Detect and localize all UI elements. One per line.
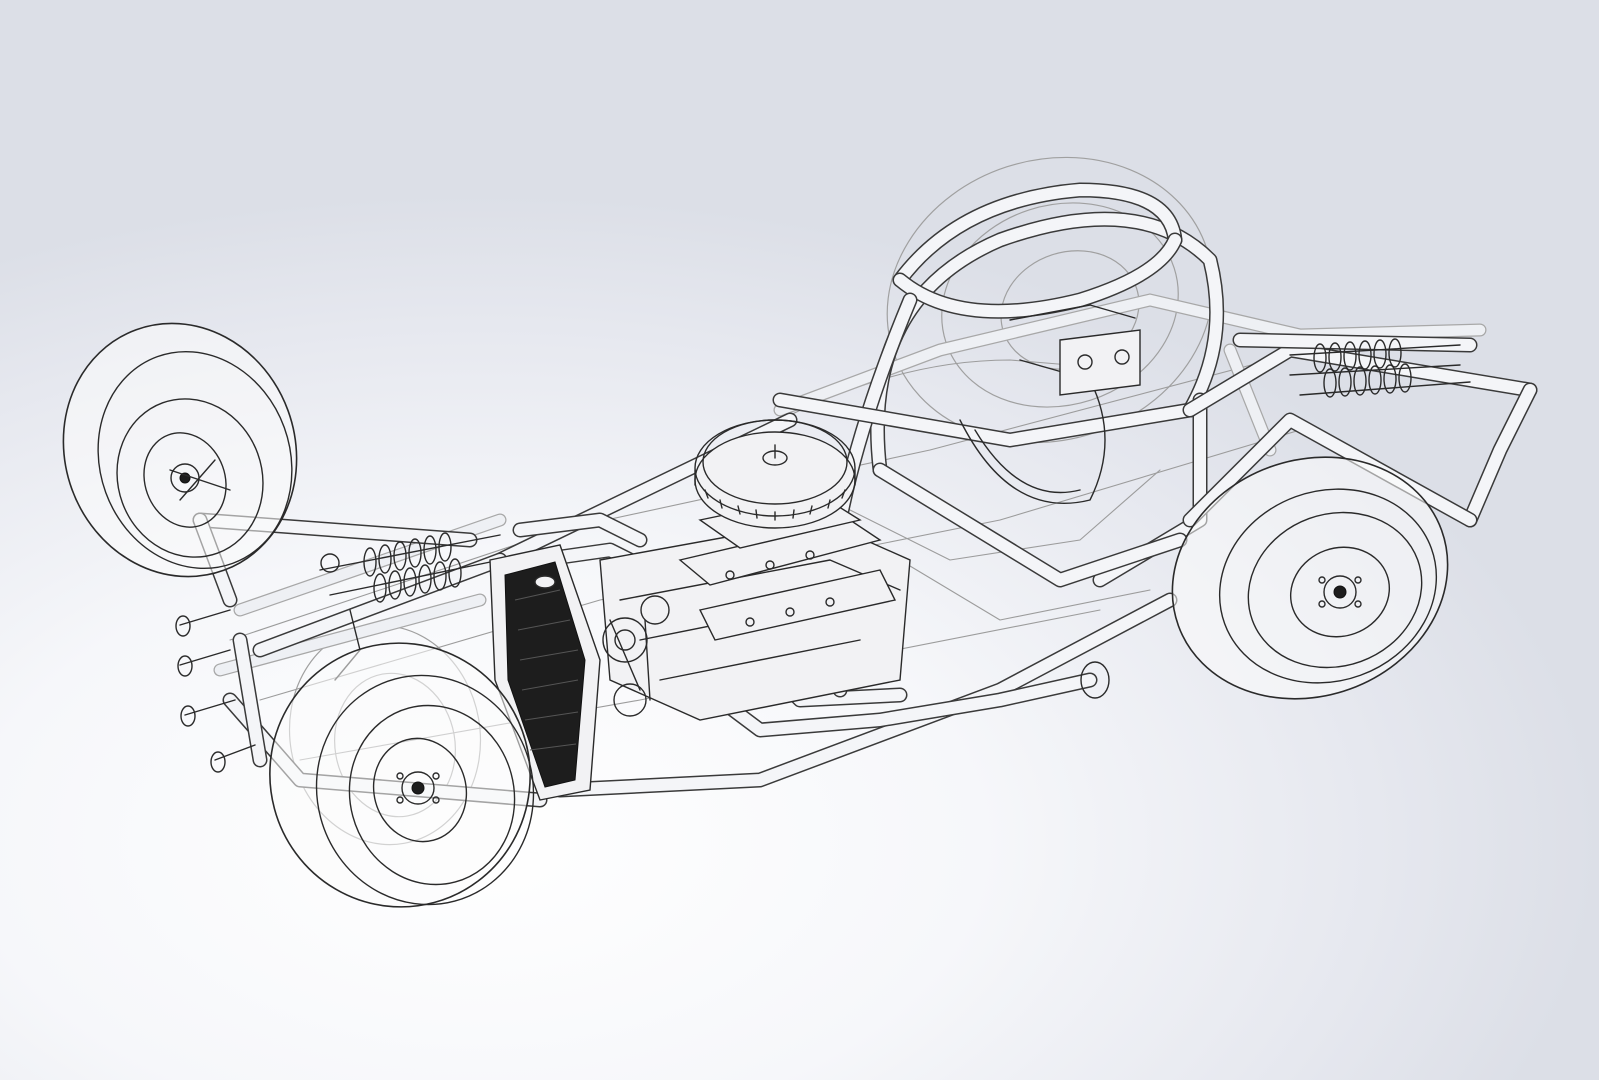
rear-axle-bracket [1009, 304, 1141, 396]
rear-coilover-shocks [1289, 338, 1471, 398]
front-left-wheel [62, 322, 298, 578]
front-right-wheel [269, 642, 535, 908]
rear-right-wheel [1171, 456, 1449, 700]
rear-frame [1182, 332, 1538, 528]
v8-engine [599, 419, 911, 721]
